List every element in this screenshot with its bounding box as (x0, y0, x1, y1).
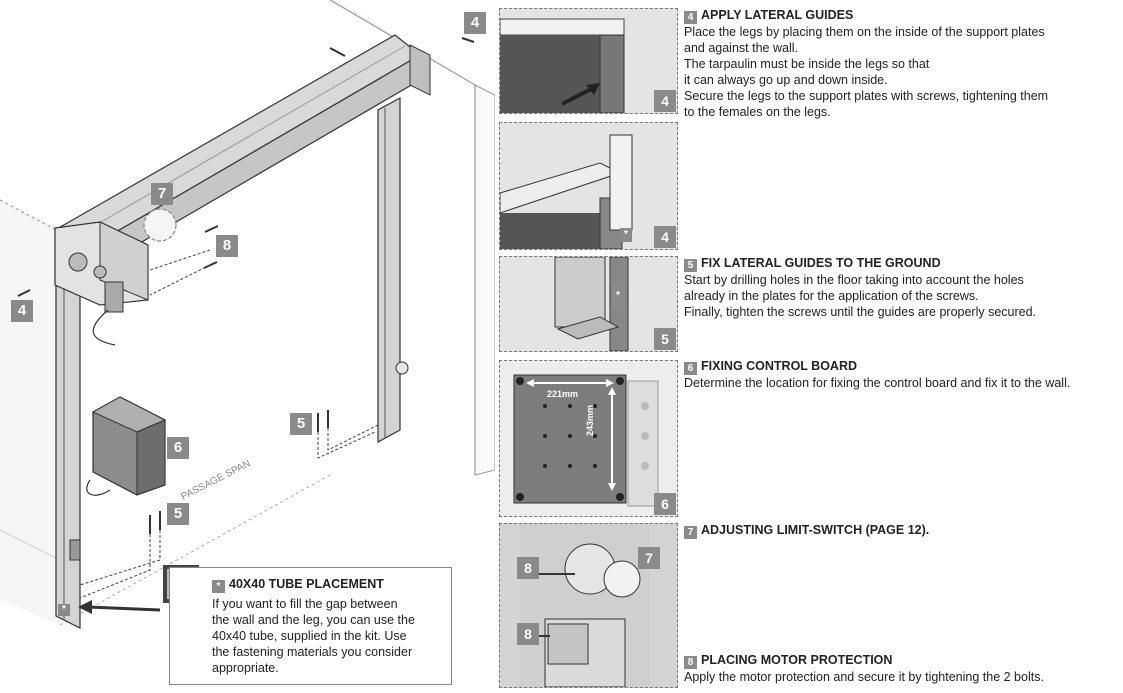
step-4-badge-top: 4 (464, 12, 486, 34)
section-line: Start by drilling holes in the floor tak… (684, 273, 1024, 287)
section-line: to the females on the legs. (684, 105, 831, 119)
section-line: Secure the legs to the support plates wi… (684, 89, 1049, 103)
height-dimension: 243mm (585, 404, 595, 436)
step-4-badge-left: 4 (11, 300, 33, 322)
step-badge: 7 (684, 526, 697, 539)
thumb-badge: 6 (654, 493, 676, 515)
passage-span-label: PASSAGE SPAN (179, 458, 252, 502)
section-line: it can always go up and down inside. (684, 73, 888, 87)
width-dimension: 221mm (547, 389, 579, 399)
section-line: already in the plates for the applicatio… (684, 289, 979, 303)
thumb-step-6: 221mm 243mm 6 (499, 360, 678, 517)
step-5-badge-left: 5 (167, 503, 189, 525)
step-8-badge: 8 (216, 235, 238, 257)
step-badge: 5 (684, 259, 697, 272)
step-6-badge: 6 (167, 437, 189, 459)
section-line: Finally, tighten the screws until the gu… (684, 305, 1037, 319)
note-title: *40X40 TUBE PLACEMENT (212, 577, 447, 593)
note-line: If you want to fill the gap between (212, 597, 398, 611)
section-line: Apply the motor protection and secure it… (684, 670, 1044, 684)
thumb-star: * (611, 285, 625, 307)
thumb-step-5: 5 * (499, 256, 678, 352)
note-line: the wall and the leg, you can use the (212, 613, 415, 627)
note-line: 40x40 tube, supplied in the kit. Use (212, 629, 407, 643)
thumb-badge: 5 (654, 328, 676, 350)
section-line: Determine the location for fixing the co… (684, 376, 1071, 390)
tube-star-badge: * (58, 604, 70, 616)
thumb-badge: 7 (638, 547, 660, 569)
step-7-badge: 7 (151, 183, 173, 205)
step-badge: 6 (684, 362, 697, 375)
thumb-badge: 8 (517, 623, 539, 645)
thumb-step-4a: 4 (499, 8, 678, 114)
note-line: the fastening materials you consider (212, 645, 413, 659)
tube-placement-note: *40X40 TUBE PLACEMENT If you want to fil… (169, 567, 452, 685)
step-badge: 8 (684, 656, 697, 669)
note-line: appropriate. (212, 661, 279, 675)
thumb-badge: 4 (654, 226, 676, 248)
step-5-badge-right: 5 (290, 413, 312, 435)
step-badge: 4 (684, 11, 697, 24)
section-line: and against the wall. (684, 41, 798, 55)
section-line: Place the legs by placing them on the in… (684, 25, 1045, 39)
thumb-badge: 4 (654, 90, 676, 112)
thumb-star: * (620, 228, 632, 242)
thumb-step-4b: 4 * (499, 122, 678, 250)
thumb-step-7-8: 8 8 7 (499, 523, 678, 688)
thumb-badge: 8 (517, 557, 539, 579)
note-star-badge: * (212, 580, 225, 593)
section-line: The tarpaulin must be inside the legs so… (684, 57, 930, 71)
